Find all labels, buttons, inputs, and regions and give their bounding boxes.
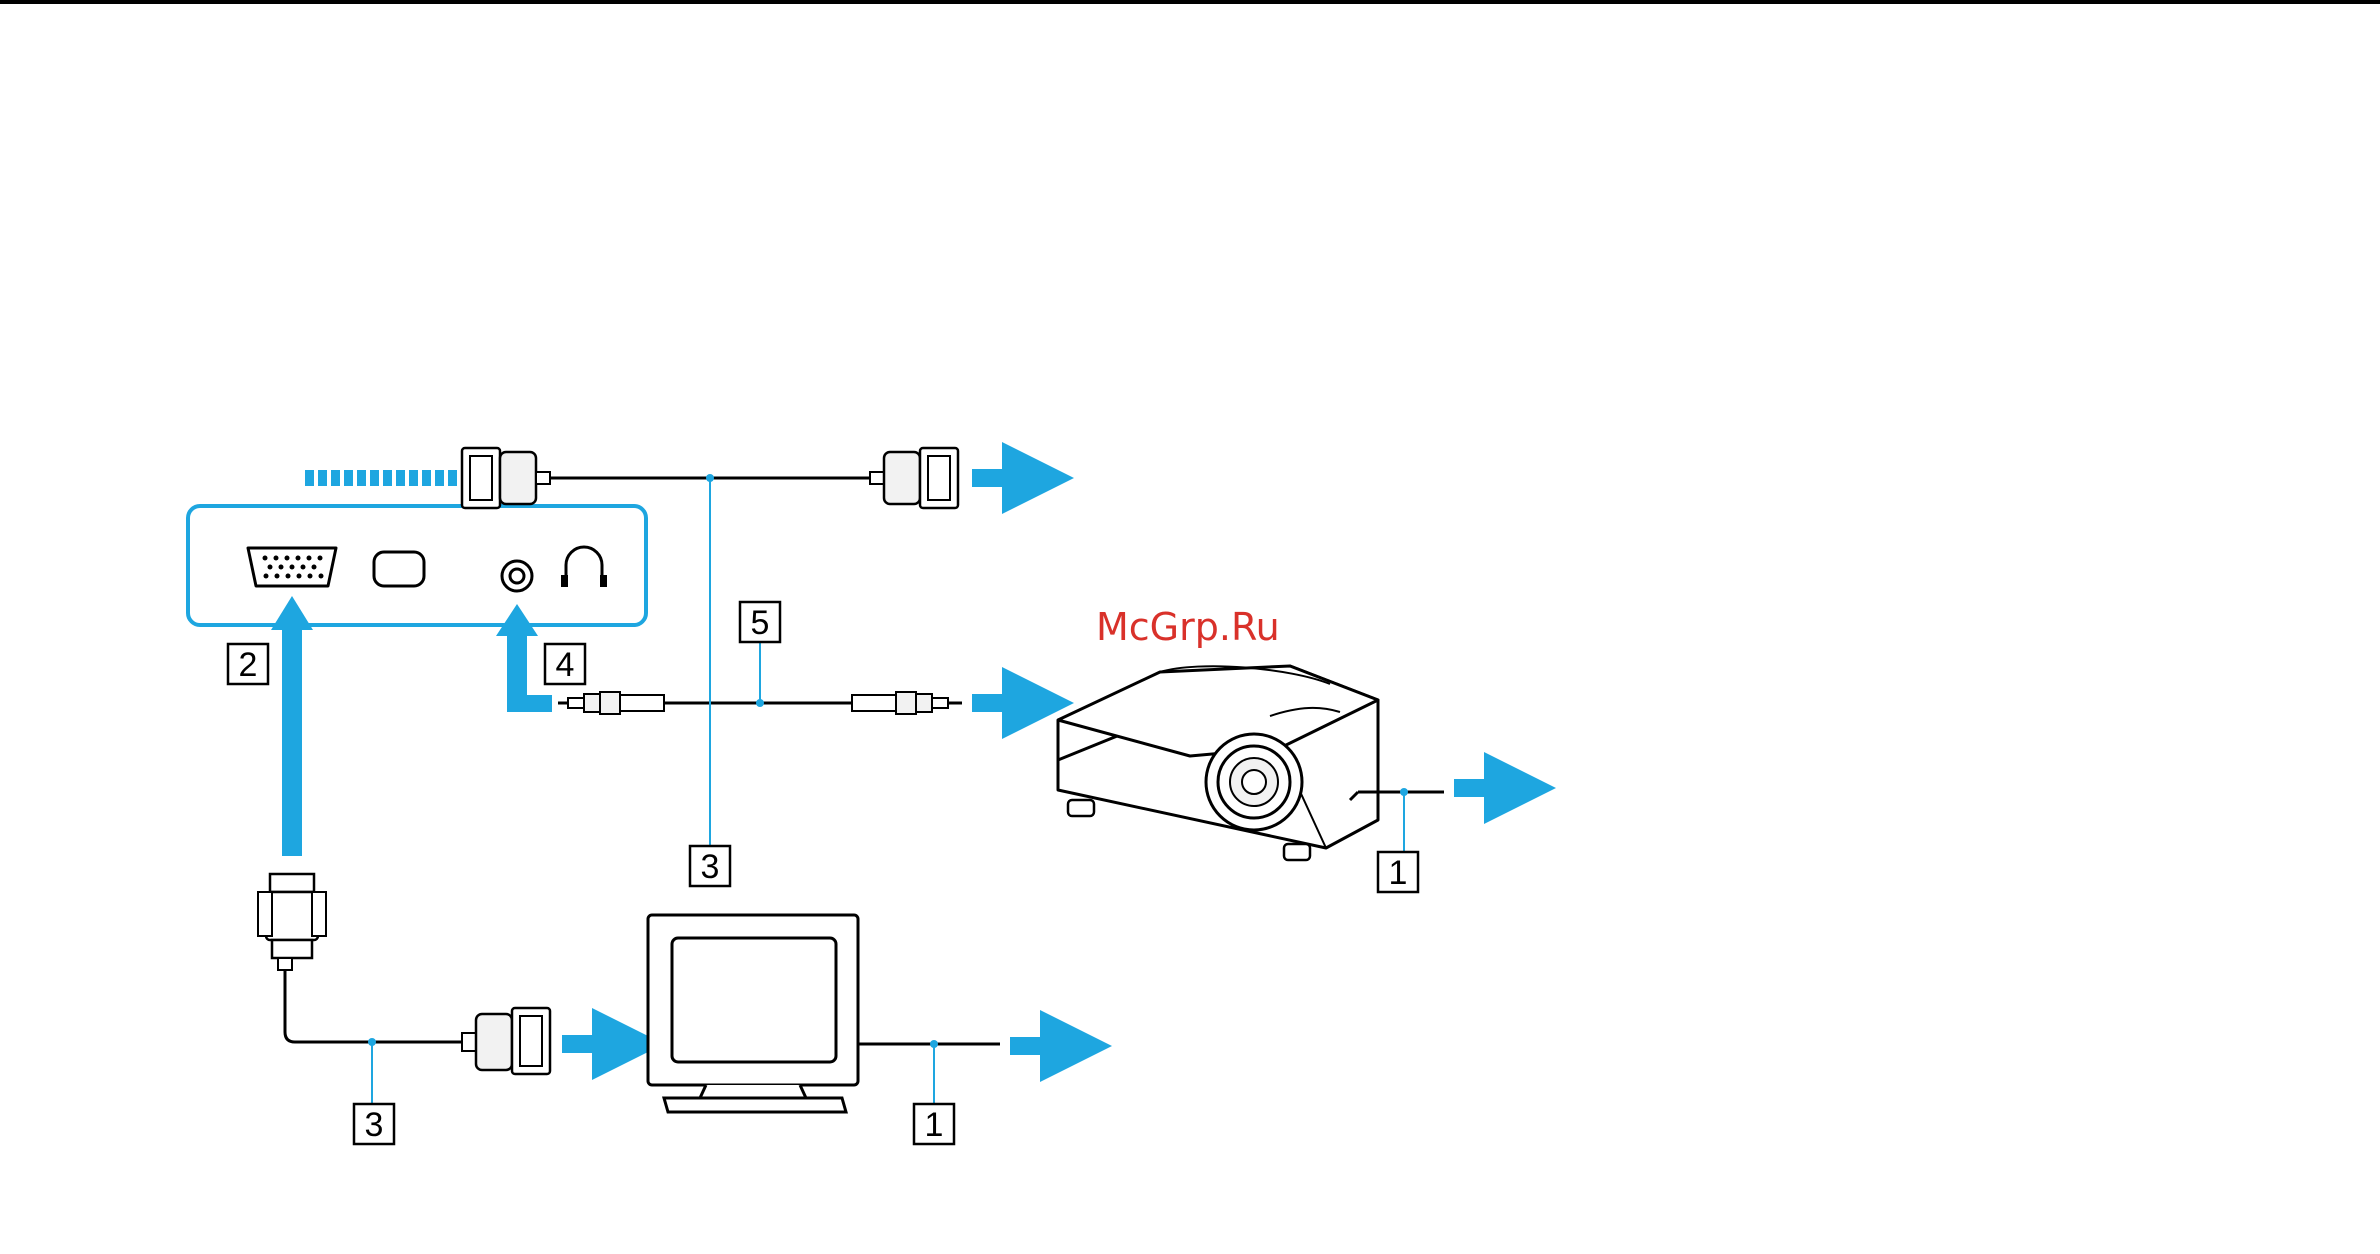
svg-text:3: 3: [365, 1106, 384, 1144]
callout-4-audio-jack: 4: [545, 644, 585, 684]
hdmi-port-icon: [374, 552, 424, 586]
svg-text:1: 1: [925, 1106, 944, 1144]
svg-text:3: 3: [701, 848, 720, 886]
alternative-connection-dots: [305, 470, 457, 486]
vga-port-icon: [248, 548, 336, 586]
computer-port-panel: [188, 506, 646, 625]
svg-text:2: 2: [239, 646, 258, 684]
svg-text:1: 1: [1389, 854, 1408, 892]
watermark-logo: McGrp.Ru: [1096, 605, 1280, 649]
callout-1-projector-power: 1: [1378, 852, 1418, 892]
vga-cable-monitor: [258, 874, 550, 1104]
audio-cable: [558, 642, 962, 714]
projector-icon: [1058, 666, 1378, 860]
callout-3-cable-monitor: 3: [354, 1104, 394, 1144]
vga-connection-arrow: [271, 596, 313, 856]
monitor-power-cable: [858, 1040, 1000, 1104]
callout-3-cable-projector: 3: [690, 846, 730, 886]
svg-text:4: 4: [556, 646, 575, 684]
callout-5-audio-cable: 5: [740, 602, 780, 642]
svg-text:5: 5: [751, 604, 770, 642]
callout-2-vga-port: 2: [228, 644, 268, 684]
callout-1-monitor-power: 1: [914, 1104, 954, 1144]
audio-jack-icon: [502, 561, 532, 591]
monitor-icon: [648, 915, 858, 1112]
